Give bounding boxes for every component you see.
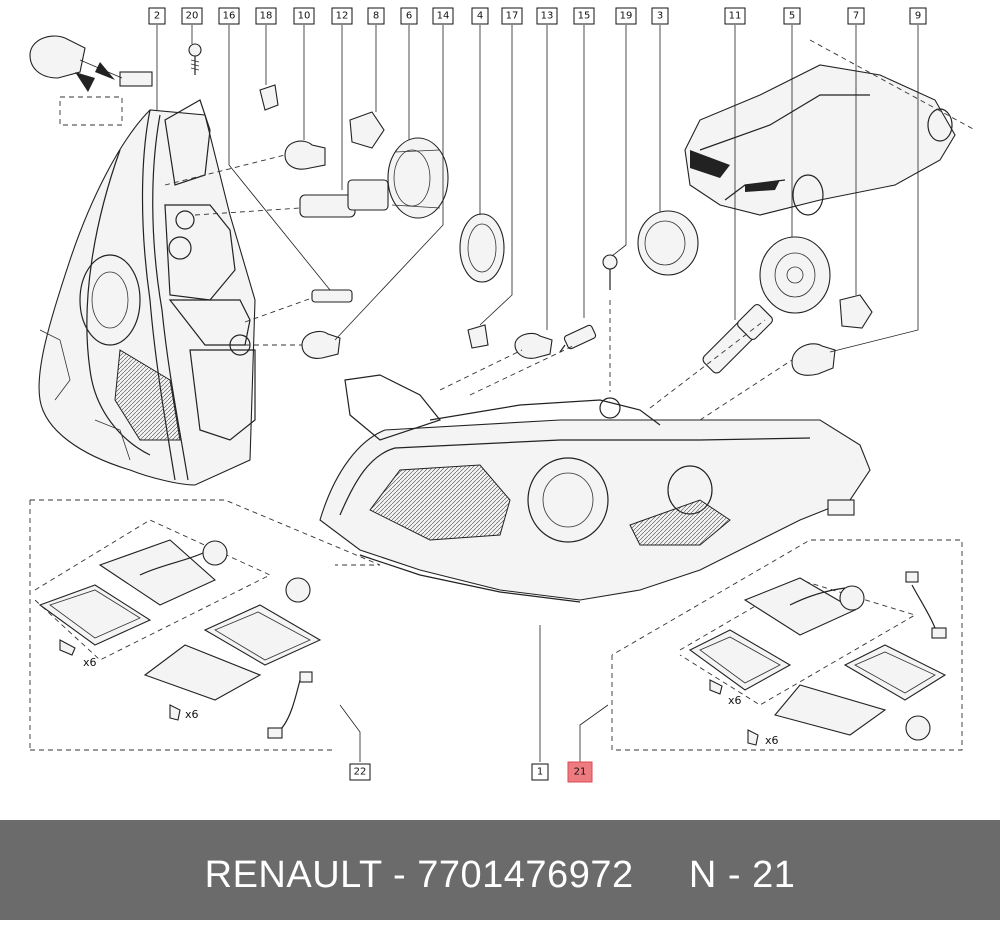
svg-text:9: 9 <box>915 11 921 22</box>
cap-5-icon <box>759 236 831 314</box>
clip-18-icon <box>259 84 279 111</box>
svg-text:12: 12 <box>336 11 349 22</box>
svg-text:20: 20 <box>186 11 199 22</box>
callout-22: 22 <box>349 763 371 781</box>
svg-text:1: 1 <box>537 767 543 778</box>
repair-kit-22: x6 x6 <box>29 499 381 751</box>
svg-text:19: 19 <box>620 11 633 22</box>
screw-19-icon <box>602 254 618 290</box>
ring-4-icon <box>459 213 505 283</box>
left-screws-bottom-multiplier: x6 <box>185 708 199 721</box>
bulb-13-icon <box>514 332 553 359</box>
svg-text:10: 10 <box>298 11 311 22</box>
svg-text:14: 14 <box>437 11 450 22</box>
svg-text:21: 21 <box>574 767 587 778</box>
callout-11: 11 <box>724 7 746 25</box>
bulb-15-icon <box>559 324 597 353</box>
svg-text:4: 4 <box>477 11 483 22</box>
bulb-11-icon <box>702 304 773 374</box>
bulb-top-left-icon <box>29 35 153 126</box>
right-screws-bottom-multiplier: x6 <box>765 734 779 747</box>
clip-17-icon <box>467 324 489 349</box>
callout-4: 4 <box>471 7 489 25</box>
svg-text:7: 7 <box>853 11 859 22</box>
callout-6: 6 <box>400 7 418 25</box>
svg-text:22: 22 <box>354 767 367 778</box>
callout-16: 16 <box>218 7 240 25</box>
svg-text:13: 13 <box>541 11 554 22</box>
callout-18: 18 <box>255 7 277 25</box>
left-screws-top-multiplier: x6 <box>83 656 97 669</box>
vehicle-silhouette <box>684 39 976 216</box>
bulb-socket-7-icon <box>839 294 873 329</box>
cap-3-icon <box>637 210 699 276</box>
svg-text:16: 16 <box>223 11 236 22</box>
callout-21-highlighted: 21 <box>567 761 593 783</box>
part-number-caption: RENAULT - 7701476972 N - 21 <box>204 854 796 896</box>
callout-17: 17 <box>501 7 523 25</box>
callout-2: 2 <box>148 7 166 25</box>
callout-3: 3 <box>651 7 669 25</box>
headlamp-assembly-1 <box>319 374 871 603</box>
parts-diagram: x6 x6 x6 x6 <box>29 7 976 783</box>
callout-10: 10 <box>293 7 315 25</box>
screw-20-icon <box>188 43 202 75</box>
bulb-10-icon <box>284 140 326 170</box>
svg-text:15: 15 <box>578 11 591 22</box>
callout-9: 9 <box>909 7 927 25</box>
svg-text:18: 18 <box>260 11 273 22</box>
svg-text:17: 17 <box>506 11 519 22</box>
bulb-holder-12-icon <box>299 179 389 218</box>
cap-6-icon <box>387 137 449 219</box>
svg-text:5: 5 <box>789 11 795 22</box>
bulb-14-icon <box>301 330 341 359</box>
bulb-socket-8-icon <box>349 111 385 149</box>
callout-20: 20 <box>181 7 203 25</box>
svg-text:8: 8 <box>373 11 379 22</box>
callout-1: 1 <box>531 763 549 781</box>
callout-12: 12 <box>331 7 353 25</box>
part-number-footer: RENAULT - 7701476972 N - 21 <box>0 820 1000 920</box>
svg-text:6: 6 <box>406 11 412 22</box>
headlamp-housing-rear-view <box>38 99 256 486</box>
right-screws-top-multiplier: x6 <box>728 694 742 707</box>
svg-text:2: 2 <box>154 11 160 22</box>
leader-lines <box>156 25 919 762</box>
callout-13: 13 <box>536 7 558 25</box>
bulb-16-icon <box>311 289 353 303</box>
svg-text:3: 3 <box>657 11 663 22</box>
callout-15: 15 <box>573 7 595 25</box>
callout-7: 7 <box>847 7 865 25</box>
repair-kit-21: x6 x6 <box>611 539 963 751</box>
callout-8: 8 <box>367 7 385 25</box>
bulb-9-icon <box>791 343 836 376</box>
callout-14: 14 <box>432 7 454 25</box>
callout-5: 5 <box>783 7 801 25</box>
svg-text:11: 11 <box>729 11 742 22</box>
callout-19: 19 <box>615 7 637 25</box>
